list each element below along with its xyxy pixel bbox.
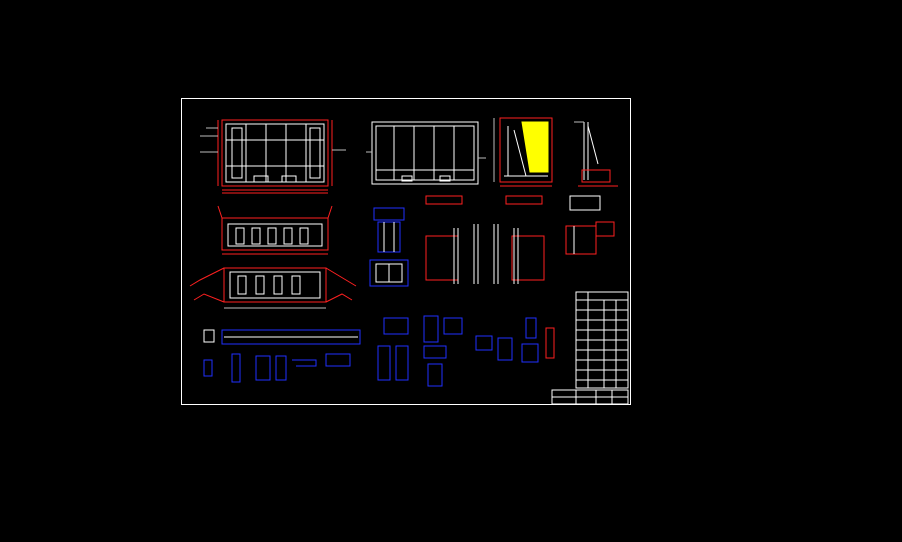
plan-lower — [189, 267, 357, 309]
sheet-border — [181, 98, 631, 405]
detail-small-parts — [203, 315, 555, 387]
plan-upper — [217, 205, 333, 255]
detail-frames — [425, 195, 615, 284]
elevation-rear — [366, 121, 486, 185]
title-block — [551, 291, 629, 405]
section-side — [493, 117, 553, 187]
section-profile — [574, 121, 618, 187]
elevation-front — [200, 119, 346, 194]
detail-blue-column — [369, 207, 409, 287]
